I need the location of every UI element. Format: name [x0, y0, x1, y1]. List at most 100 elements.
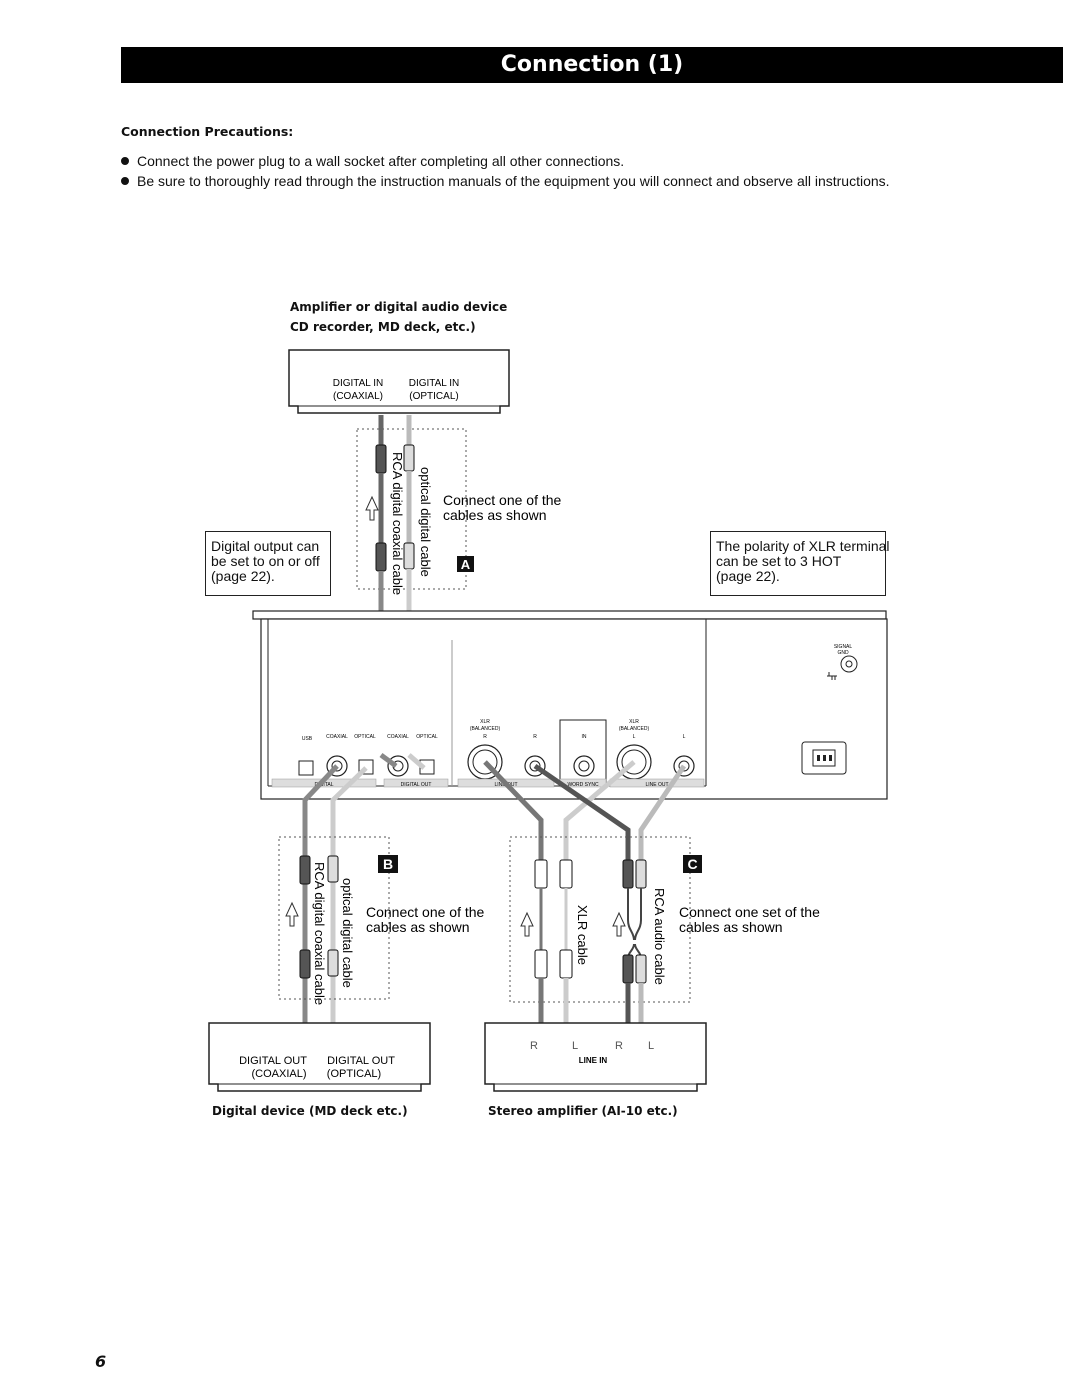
cable-b-note: Connect one of the [366, 904, 485, 920]
precautions-heading: Connection Precautions: [121, 124, 294, 139]
word-sync-in-label: IN [582, 734, 587, 740]
bottom-jack1-label: DIGITAL OUT [239, 1055, 307, 1067]
cable-c-group: XLR cable RCA audio cable Connect one se… [509, 836, 820, 1003]
line-out-l-strip-label: LINE OUT [645, 782, 668, 788]
xlr-plug-icon [559, 949, 573, 979]
xlr-polarity-note-line: The polarity of XLR terminal [716, 538, 890, 554]
top-jack1-sublabel: (COAXIAL) [333, 391, 383, 402]
xlr-plug-icon [559, 859, 573, 889]
signal-gnd-label: SIGNAL [834, 644, 853, 650]
cable-a-note: Connect one of the [443, 492, 562, 508]
rca-plug-icon [635, 859, 647, 889]
precaution-text: Be sure to thoroughly read through the i… [137, 173, 890, 189]
marker-b: B [383, 856, 393, 872]
optical-plug-icon [327, 855, 339, 883]
page-title: Connection (1) [121, 47, 1063, 83]
digital-out-strip-label: DIGITAL OUT [401, 782, 432, 788]
bottom-jack1-sublabel: (COAXIAL) [251, 1068, 306, 1080]
direction-arrow-icon [365, 495, 379, 521]
cable-c-note: cables as shown [679, 919, 783, 935]
cable-a-coax-label: RCA digital coaxial cable [390, 452, 405, 595]
precaution-item: Connect the power plug to a wall socket … [121, 153, 624, 169]
ground-icon [827, 672, 837, 680]
cable-b-dashed-box [278, 836, 390, 1000]
cable-b-group: RCA digital coaxial cable optical digita… [278, 836, 485, 1005]
top-jack2-sublabel: (OPTICAL) [409, 391, 458, 402]
digital-device-box: DIGITAL OUT (COAXIAL) DIGITAL OUT (OPTIC… [208, 1022, 431, 1092]
bottom-jack2-sublabel: (OPTICAL) [327, 1068, 381, 1080]
digital-output-note-box [205, 531, 331, 596]
rca-plug-icon [635, 954, 647, 984]
rca-plug-icon [299, 855, 311, 885]
amp-l-label: L [648, 1040, 654, 1052]
xlr-polarity-note-line: (page 22). [716, 568, 780, 584]
xlr-l-channel: L [633, 734, 636, 740]
precaution-item: Be sure to thoroughly read through the i… [121, 173, 890, 189]
precaution-text: Connect the power plug to a wall socket … [137, 153, 625, 169]
xlr-plug-icon [534, 859, 548, 889]
marker-a: A [461, 557, 471, 572]
rca-r-channel: R [533, 734, 537, 740]
rca-plug-icon [622, 859, 634, 889]
page-number: 6 [95, 1352, 107, 1371]
digital-device-caption: Digital device (MD deck etc.) [212, 1104, 408, 1118]
bottom-jack2-label: DIGITAL OUT [327, 1055, 395, 1067]
rca-plug-icon [622, 954, 634, 984]
cable-a-note: cables as shown [443, 507, 547, 523]
digital-output-note-line: Digital output can [211, 538, 320, 554]
cable-b-optical-label: optical digital cable [340, 878, 355, 988]
top-device-subtitle: CD recorder, MD deck, etc.) [290, 320, 476, 334]
xlr-r-channel: R [483, 734, 487, 740]
top-jack2-label: DIGITAL IN [409, 378, 460, 389]
optical-plug-icon [327, 949, 339, 977]
top-device-box: DIGITAL IN (COAXIAL) DIGITAL IN (OPTICAL… [288, 349, 510, 414]
digital-output-note-line: (page 22). [211, 568, 275, 584]
usb-label: USB [302, 736, 313, 742]
cable-b-coax-label: RCA digital coaxial cable [312, 862, 327, 1005]
rca-plug-icon [299, 949, 311, 979]
marker-c-badge [683, 855, 702, 873]
coaxial-in-label: COAXIAL [326, 734, 348, 740]
signal-gnd-sublabel: GND [837, 650, 849, 656]
xlr-polarity-note-box [710, 531, 886, 596]
top-device-title: Amplifier or digital audio device [290, 300, 508, 314]
usb-port-icon [298, 760, 314, 776]
cable-c-xlr-label: XLR cable [575, 905, 590, 965]
amp-r-label: R [530, 1040, 538, 1052]
stereo-amplifier-box: R L R L LINE IN [484, 1022, 707, 1092]
rear-panel: USB COAXIAL OPTICAL COAXIAL OPTICAL XLR … [252, 610, 888, 800]
top-jack1-label: DIGITAL IN [333, 378, 384, 389]
direction-arrow-icon [520, 911, 534, 937]
direction-arrow-icon [285, 901, 299, 927]
cable-b-note: cables as shown [366, 919, 470, 935]
xlr-l-sublabel: (BALANCED) [619, 726, 650, 732]
stereo-amplifier-caption: Stereo amplifier (AI-10 etc.) [488, 1104, 678, 1118]
amp-r-label: R [615, 1040, 623, 1052]
rca-plug-icon [375, 542, 387, 572]
xlr-r-sublabel: (BALANCED) [470, 726, 501, 732]
xlr-r-label: XLR [480, 719, 490, 725]
rca-plug-icon [375, 444, 387, 474]
bullet-icon [121, 177, 129, 185]
marker-a-badge [457, 556, 474, 572]
cable-c-rca-label: RCA audio cable [652, 888, 667, 985]
optical-in-label: OPTICAL [354, 734, 376, 740]
bullet-icon [121, 157, 129, 165]
marker-b-badge [378, 855, 398, 873]
cable-a-optical-label: optical digital cable [418, 467, 433, 577]
cable-c-dashed-box [509, 836, 691, 1003]
rca-l-channel: L [683, 734, 686, 740]
xlr-l-label: XLR [629, 719, 639, 725]
cable-c-note: Connect one set of the [679, 904, 820, 920]
amp-l-label: L [572, 1040, 578, 1052]
xlr-plug-icon [534, 949, 548, 979]
digital-output-note-line: be set to on or off [211, 553, 320, 569]
direction-arrow-icon [612, 911, 626, 937]
line-in-label: LINE IN [579, 1056, 608, 1065]
xlr-polarity-note-line: can be set to 3 HOT [716, 553, 842, 569]
cable-a-group: RCA digital coaxial cable optical digita… [356, 415, 562, 595]
word-sync-strip-label: WORD SYNC [567, 782, 599, 788]
digital-in-strip-label: DIGITAL [314, 782, 333, 788]
marker-c: C [687, 856, 697, 872]
